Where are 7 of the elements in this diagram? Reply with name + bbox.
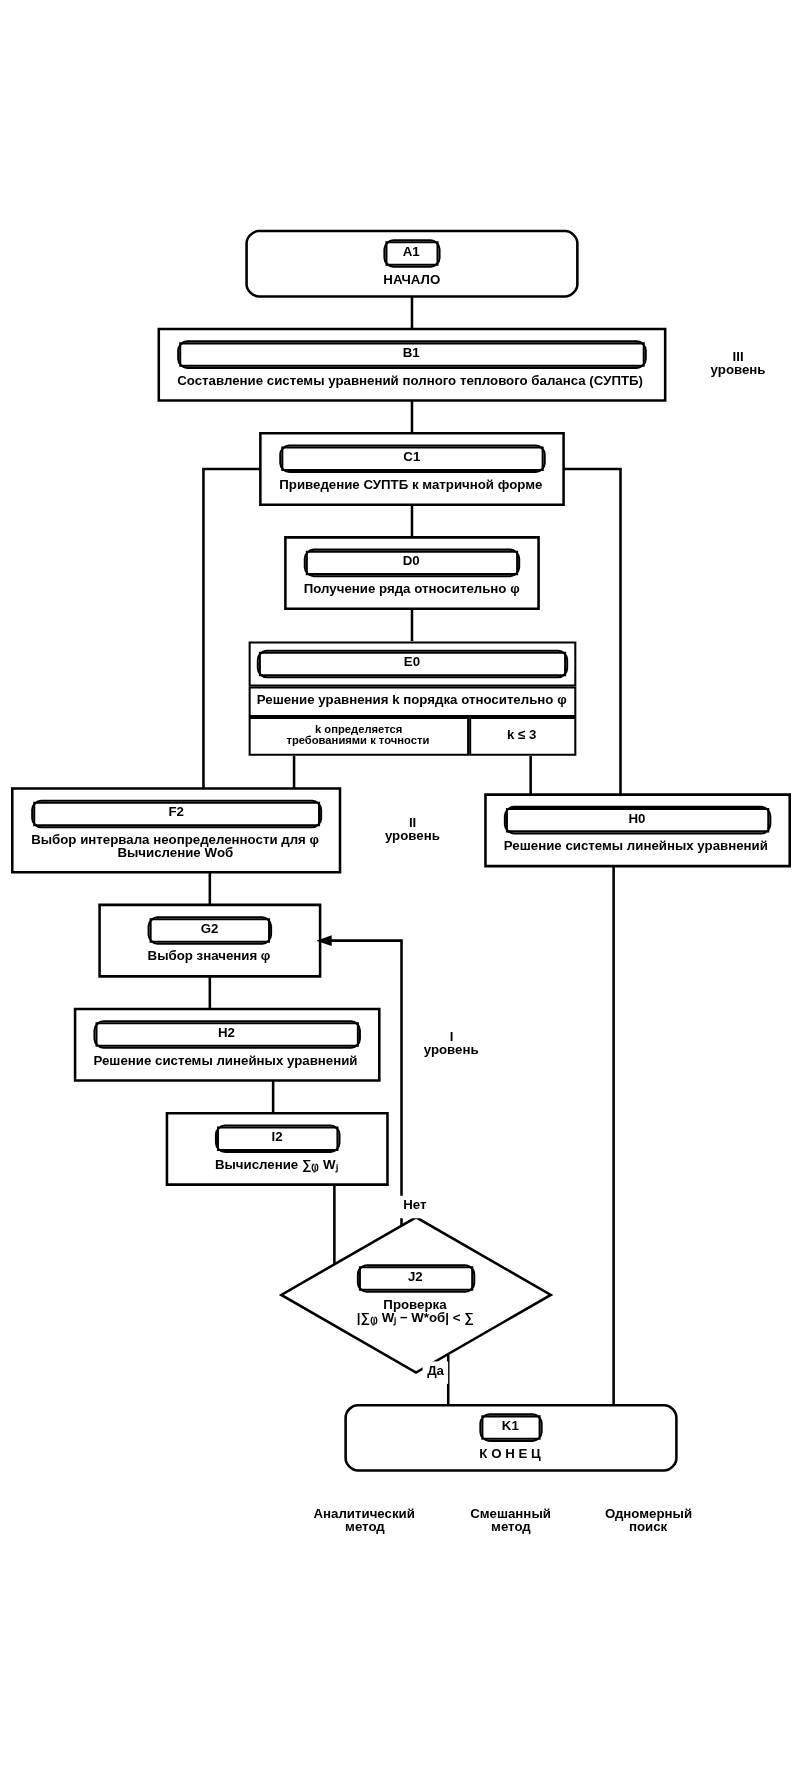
label: Смешанный метод <box>470 1505 551 1535</box>
label: I уровень <box>423 1029 479 1058</box>
label: III уровень <box>710 349 766 378</box>
label: Одномерный поиск <box>604 1505 693 1535</box>
edge-label: Нет <box>403 1197 427 1213</box>
label: Аналитический метод <box>313 1505 415 1535</box>
label: II уровень <box>384 814 440 843</box>
